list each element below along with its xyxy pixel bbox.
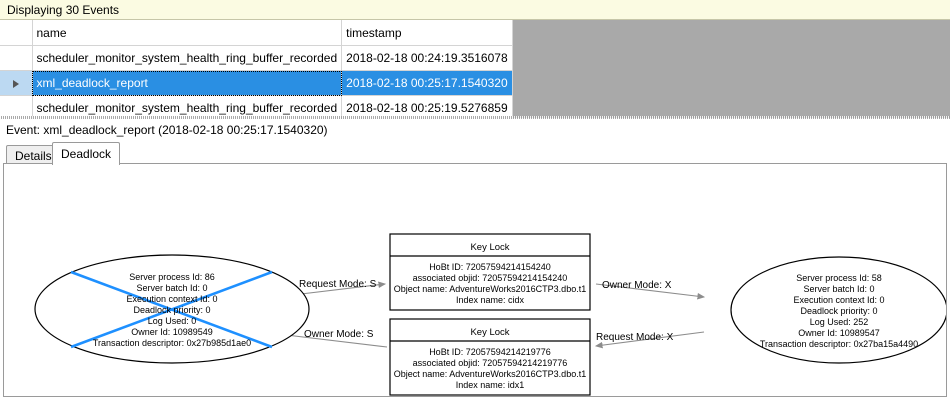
edge-left-owner: Owner Mode: S [276, 329, 388, 348]
keylock-top-line-2: Object name: AdventureWorks2016CTP3.dbo.… [394, 284, 586, 294]
grid-horizontal-scrollbar[interactable] [0, 116, 950, 120]
tab-deadlock[interactable]: Deadlock [52, 142, 121, 165]
column-header-selector[interactable] [0, 20, 33, 46]
events-table: name timestamp scheduler_monitor_system_… [0, 20, 513, 121]
keylock-top-line-3: Index name: cidx [456, 295, 525, 305]
keylock-top-line-0: HoBt ID: 72057594214154240 [429, 262, 551, 272]
tab-details[interactable]: Details [6, 145, 61, 164]
edge-label-right-owner: Owner Mode: X [602, 280, 672, 291]
status-strip: Displaying 30 Events [0, 0, 950, 20]
edge-label-right-request: Request Mode: X [596, 332, 674, 343]
tab-strip: Details Deadlock [0, 140, 950, 165]
process-left-line-0: Server process Id: 86 [129, 272, 215, 282]
process-left-line-3: Deadlock priority: 0 [133, 305, 210, 315]
process-right-line-5: Owner Id: 10989547 [798, 328, 880, 338]
process-right-line-3: Deadlock priority: 0 [800, 306, 877, 316]
process-left-line-1: Server batch Id: 0 [136, 283, 207, 293]
row-selector-cell[interactable] [0, 45, 33, 71]
process-left-line-5: Owner Id: 10989549 [131, 327, 213, 337]
events-grid[interactable]: name timestamp scheduler_monitor_system_… [0, 20, 950, 121]
process-left-line-4: Log Used: 0 [148, 316, 197, 326]
resource-node-keylock-top[interactable]: Key Lock HoBt ID: 72057594214154240 asso… [389, 233, 591, 311]
events-count-label: Displaying 30 Events [7, 3, 120, 17]
edge-right-owner: Owner Mode: X [595, 280, 706, 300]
keylock-bottom-title: Key Lock [470, 327, 509, 338]
keylock-bottom-line-0: HoBt ID: 72057594214219776 [429, 347, 551, 357]
process-node-right[interactable]: Server process Id: 58 Server batch Id: 0… [730, 256, 947, 364]
keylock-bottom-line-2: Object name: AdventureWorks2016CTP3.dbo.… [394, 369, 586, 379]
victim-cross-icon [70, 270, 273, 349]
cell-event-name[interactable]: scheduler_monitor_system_health_ring_buf… [32, 45, 343, 71]
edge-right-request: Request Mode: X [594, 331, 705, 349]
resource-node-keylock-bottom[interactable]: Key Lock HoBt ID: 72057594214219776 asso… [389, 318, 591, 396]
cell-timestamp[interactable]: 2018-02-18 00:24:19.3516078 [341, 45, 513, 71]
table-row[interactable]: scheduler_monitor_system_health_ring_buf… [0, 45, 513, 71]
process-right-line-6: Transaction descriptor: 0x27ba15a4490 [760, 339, 918, 349]
cell-event-name[interactable]: xml_deadlock_report [32, 70, 343, 96]
process-left-line-2: Execution context Id: 0 [126, 294, 217, 304]
row-selector-cell[interactable] [0, 70, 33, 96]
keylock-bottom-line-1: associated objid: 72057594214219776 [413, 358, 568, 368]
event-title-label: Event: xml_deadlock_report (2018-02-18 0… [6, 123, 328, 137]
keylock-top-title: Key Lock [470, 242, 509, 253]
process-node-left[interactable]: Server process Id: 86 Server batch Id: 0… [34, 254, 310, 364]
process-right-line-1: Server batch Id: 0 [803, 284, 874, 294]
deadlock-graph-canvas[interactable]: Request Mode: S Owner Mode: S Owner Mode… [3, 163, 947, 397]
edge-label-left-request: Request Mode: S [299, 279, 377, 290]
keylock-bottom-line-3: Index name: idx1 [456, 380, 525, 390]
process-right-line-2: Execution context Id: 0 [793, 295, 884, 305]
process-right-line-4: Log Used: 252 [810, 317, 869, 327]
table-row-selected[interactable]: xml_deadlock_report 2018-02-18 00:25:17.… [0, 70, 513, 96]
column-header-timestamp[interactable]: timestamp [341, 20, 513, 46]
process-right-line-0: Server process Id: 58 [796, 273, 882, 283]
column-header-name[interactable]: name [32, 20, 343, 46]
keylock-top-line-1: associated objid: 72057594214154240 [413, 273, 568, 283]
process-left-line-6: Transaction descriptor: 0x27b985d1ae0 [93, 338, 251, 348]
cell-timestamp[interactable]: 2018-02-18 00:25:17.1540320 [341, 70, 513, 96]
edge-label-left-owner: Owner Mode: S [304, 329, 374, 340]
row-pointer-icon [12, 79, 19, 88]
event-header: Event: xml_deadlock_report (2018-02-18 0… [0, 119, 950, 140]
table-header-row: name timestamp [0, 20, 513, 46]
